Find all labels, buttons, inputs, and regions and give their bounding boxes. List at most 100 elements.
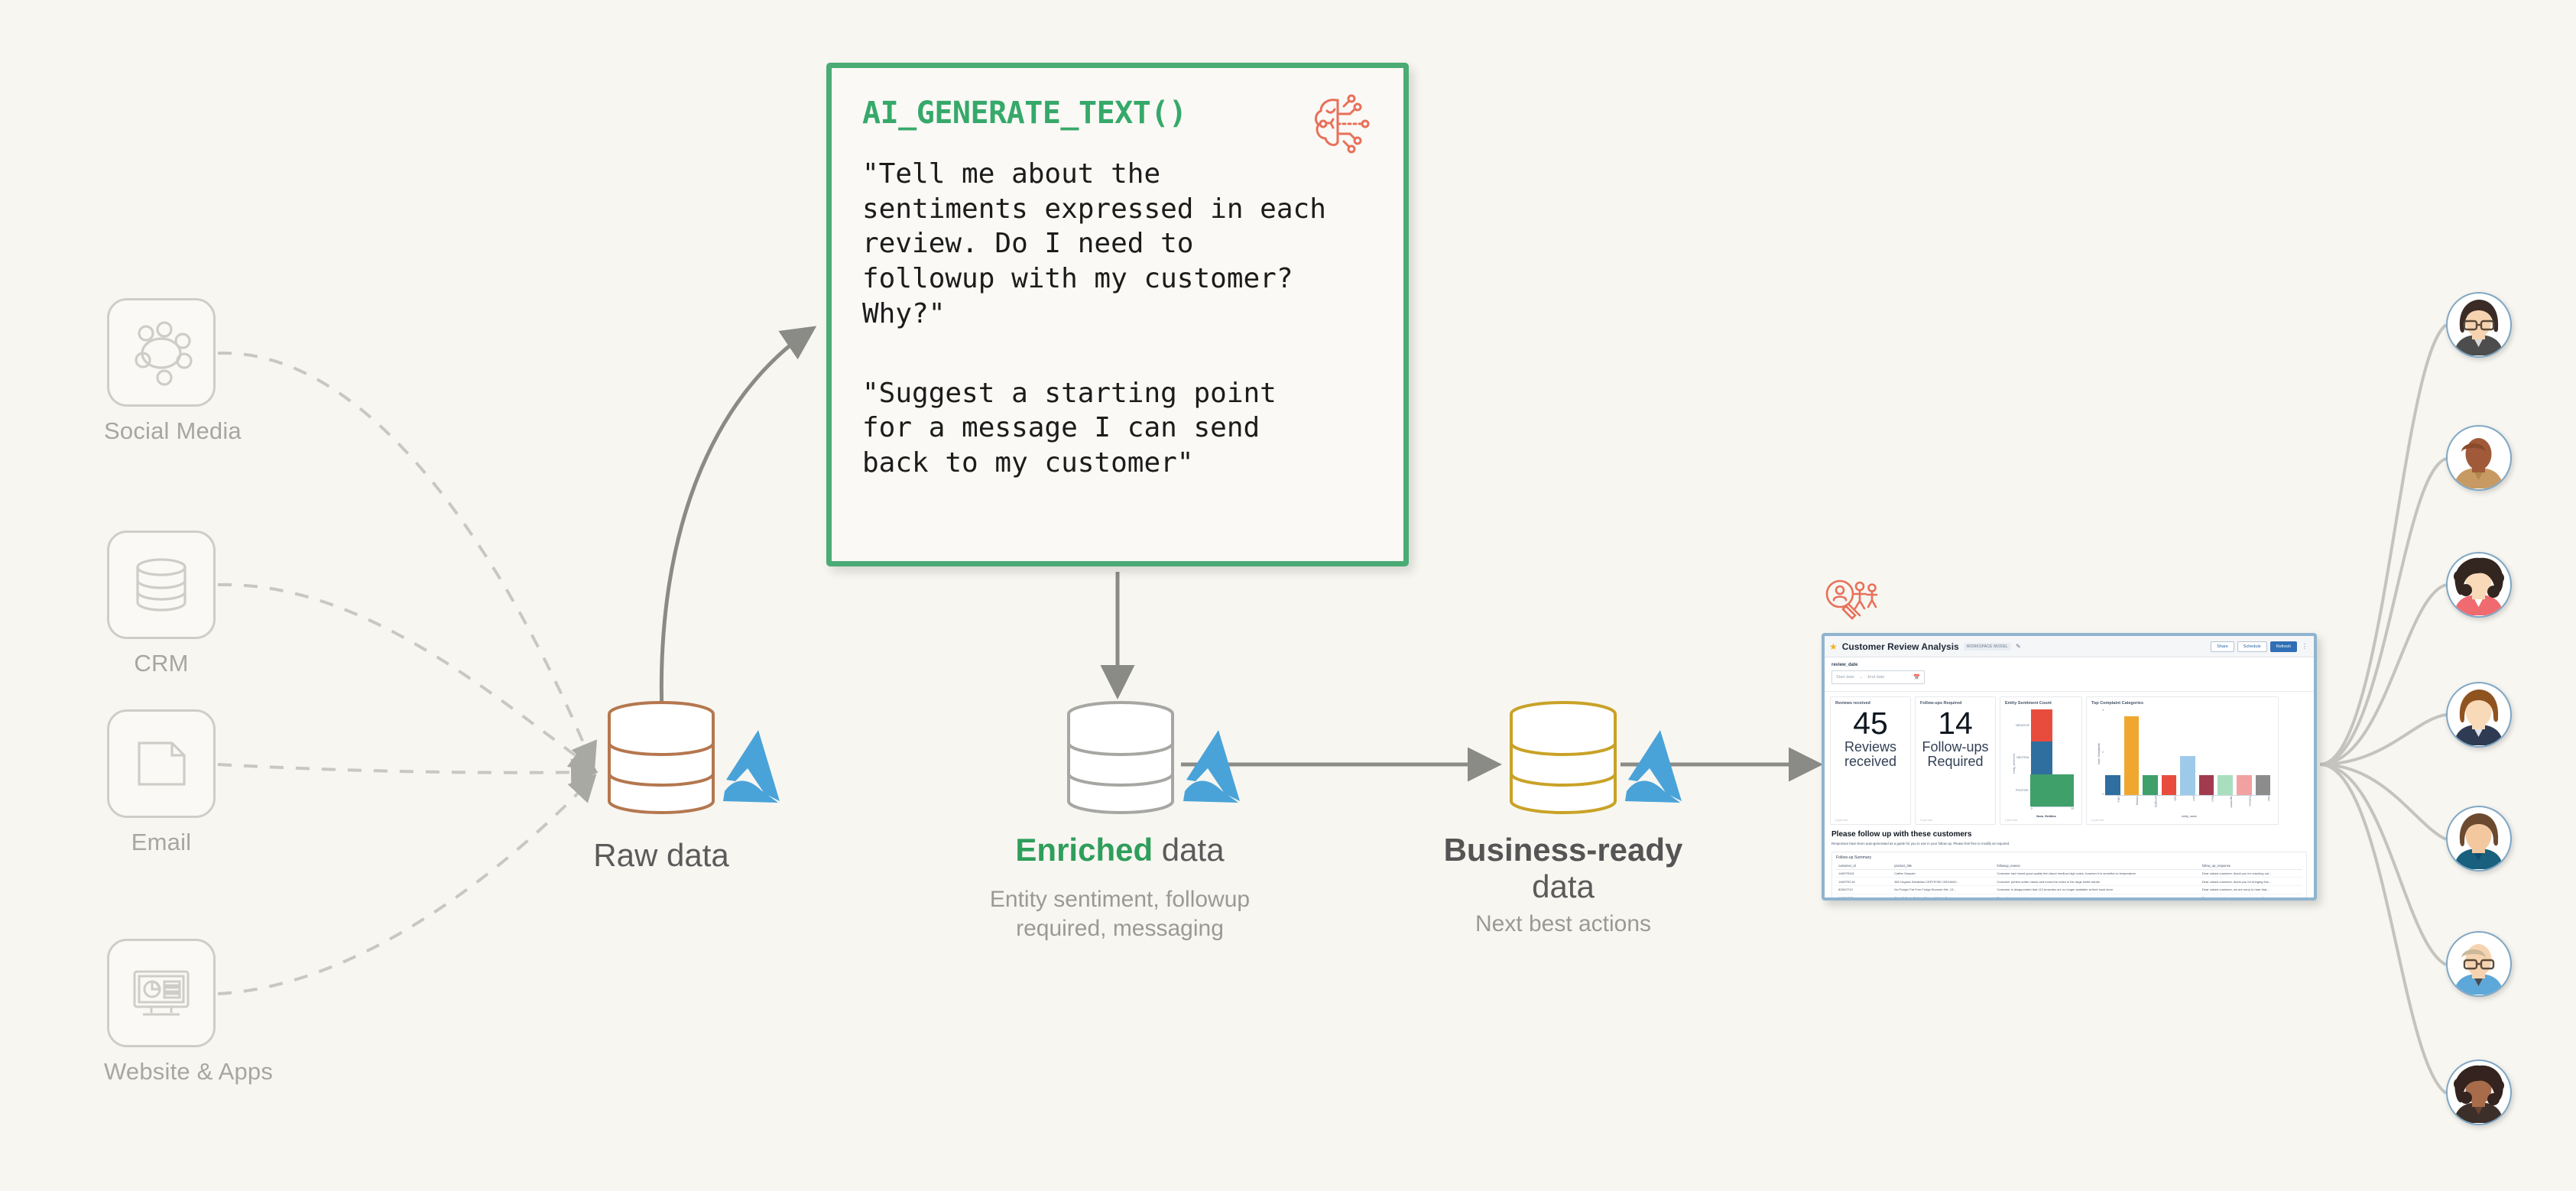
complaint-tick-label: other	[2267, 796, 2271, 802]
table-cell: 8280CF10	[1836, 885, 1893, 894]
stage-title-text: data	[1532, 868, 1595, 904]
customer-analysis-icon	[1823, 577, 1878, 628]
avatar-woman-curly-pink	[2446, 552, 2512, 618]
pencil-icon[interactable]: ✎	[2016, 643, 2021, 650]
more-options-icon[interactable]: ⋮	[2302, 643, 2308, 650]
table-column-header: product_title	[1892, 862, 1995, 870]
sentiment-category-label: NEGATIVE	[2016, 724, 2029, 728]
kpi-footer: 5 just now	[1920, 819, 1933, 822]
sentiment-x-axis-label: Num. Entities	[2036, 814, 2056, 818]
stage-business-ready-data: Business-ready data Next best actions	[1418, 832, 1708, 939]
dashboard-header: ★ Customer Review Analysis WORKSPACE MOD…	[1825, 636, 2314, 657]
prompt-quote-1: "Tell me about the sentiments expressed …	[862, 158, 1326, 329]
source-crm[interactable]: CRM	[104, 531, 219, 677]
delta-lake-logo	[723, 730, 780, 803]
delta-lake-logo	[1625, 730, 1682, 803]
x-tick: 0	[2031, 807, 2033, 810]
source-social-media[interactable]: Social Media	[104, 298, 242, 445]
filter-label: review_date	[1831, 663, 1858, 667]
x-tick: 20	[2071, 807, 2074, 810]
complaint-bar	[2180, 755, 2195, 795]
avatar-woman-afro-dark	[2446, 1060, 2512, 1125]
complaint-bar	[2255, 775, 2271, 795]
complaint-bar	[2218, 775, 2233, 795]
source-label: Website & Apps	[104, 1058, 274, 1085]
table-cell: 1480TRC18	[1836, 877, 1893, 887]
table-cell: No Pudge! Fat Free Fudge Brownie Mix, 13…	[1892, 885, 1995, 894]
document-icon	[107, 709, 216, 818]
chart-title: Entity Sentiment Count	[2005, 701, 2052, 706]
stage-title-text: Raw data	[593, 837, 729, 873]
complaint-tick-label: freshness	[2248, 796, 2252, 806]
complaint-bar	[2105, 775, 2120, 795]
sentiment-x-axis: 0 20	[2031, 806, 2074, 810]
kpi-caption: Follow-ups Required	[1922, 739, 1989, 769]
dashboard-actions: Share Schedule Refresh ⋮	[2211, 641, 2309, 652]
y-tick: 4	[2102, 709, 2104, 712]
chart-footer: 5 just now	[2005, 819, 2018, 822]
refresh-button[interactable]: Refresh	[2269, 641, 2297, 652]
complaint-bar	[2143, 775, 2158, 795]
sentiment-bar	[2031, 709, 2052, 742]
source-label: Email	[131, 829, 192, 855]
prompt-function-title: AI_GENERATE_TEXT()	[862, 96, 1187, 131]
sentiment-bar-row: POSITIVE	[2016, 774, 2074, 806]
table-column-header: customer_id	[1836, 862, 1893, 870]
enriched-data-cylinder	[1067, 701, 1174, 814]
kpi-card-reviews-received: Reviews received 45 Reviews received 5 j…	[1830, 696, 1911, 825]
sentiment-bar-row: NEGATIVE	[2016, 709, 2074, 742]
dashboard-filter-bar: review_date Start date → End date 📅	[1825, 657, 2314, 692]
complaint-tick-label: price	[2192, 796, 2195, 801]
source-label: Social Media	[104, 417, 242, 444]
y-tick: 0	[2102, 793, 2104, 796]
monitor-dashboard-icon	[107, 939, 216, 1047]
rawdata-to-prompt-arrow	[659, 326, 817, 716]
avatar-man-glasses-tie	[2446, 931, 2512, 997]
stage-subtitle: Next best actions	[1475, 910, 1652, 936]
kpi-title: Reviews received	[1835, 701, 1870, 706]
complaint-tick-label: packaging	[2154, 796, 2158, 807]
date-separator: →	[1858, 675, 1864, 680]
complaint-bar	[2161, 775, 2177, 795]
complaint-tick-label: ingredients	[2229, 796, 2233, 808]
share-button[interactable]: Share	[2211, 641, 2234, 652]
calendar-icon[interactable]: 📅	[1913, 675, 1920, 680]
kpi-caption: Reviews received	[1844, 739, 1897, 769]
complaints-bars	[2105, 709, 2271, 796]
table-cell: Customer had mixed good quality feel abo…	[1994, 869, 2200, 878]
kpi-footer: 5 just now	[1835, 819, 1848, 822]
star-icon[interactable]: ★	[1829, 641, 1838, 652]
complaint-bar	[2123, 716, 2140, 795]
audience-connectors	[2319, 323, 2448, 1095]
followup-section: Please follow up with these customers Re…	[1825, 825, 2314, 846]
chart-card-entity-sentiment: Entity Sentiment Count entity_sentiment …	[2000, 696, 2082, 825]
dashboard-title: Customer Review Analysis	[1841, 641, 1959, 652]
table-cell: Dear valued customer, thank you for reac…	[2199, 869, 2302, 878]
table-cell: Dear valued customer, we are sorry to he…	[2199, 885, 2302, 894]
dashboard-screenshot[interactable]: ★ Customer Review Analysis WORKSPACE MOD…	[1822, 633, 2317, 901]
source-email[interactable]: Email	[104, 709, 219, 856]
chart-card-top-complaints: Top Complaint Categories Num. Complaints…	[2086, 696, 2279, 825]
schedule-button[interactable]: Schedule	[2237, 641, 2267, 652]
table-cell: Dear valued customer, we are sorry to he…	[2199, 894, 2302, 897]
y-tick: 2	[2102, 751, 2104, 754]
kpi-title: Follow-ups Required	[1920, 701, 1962, 706]
complaint-tick-label: shipping	[2136, 796, 2140, 805]
date-range-input[interactable]: Start date → End date 📅	[1831, 670, 1925, 684]
source-website-apps[interactable]: Website & Apps	[104, 939, 274, 1086]
stage-enriched-data: Enriched data Entity sentiment, followup…	[944, 832, 1296, 944]
avatar-woman-glasses-vest	[2446, 292, 2512, 358]
prompt-quote-2: "Suggest a starting point for a message …	[862, 377, 1277, 479]
table-cell: Dear valued customer, thank you for brin…	[2199, 877, 2302, 887]
followup-table-caption: Follow-up Summary	[1836, 855, 1872, 860]
sentiment-bar-row: NEUTRAL	[2016, 742, 2074, 774]
delta-lake-logo	[1183, 730, 1240, 803]
